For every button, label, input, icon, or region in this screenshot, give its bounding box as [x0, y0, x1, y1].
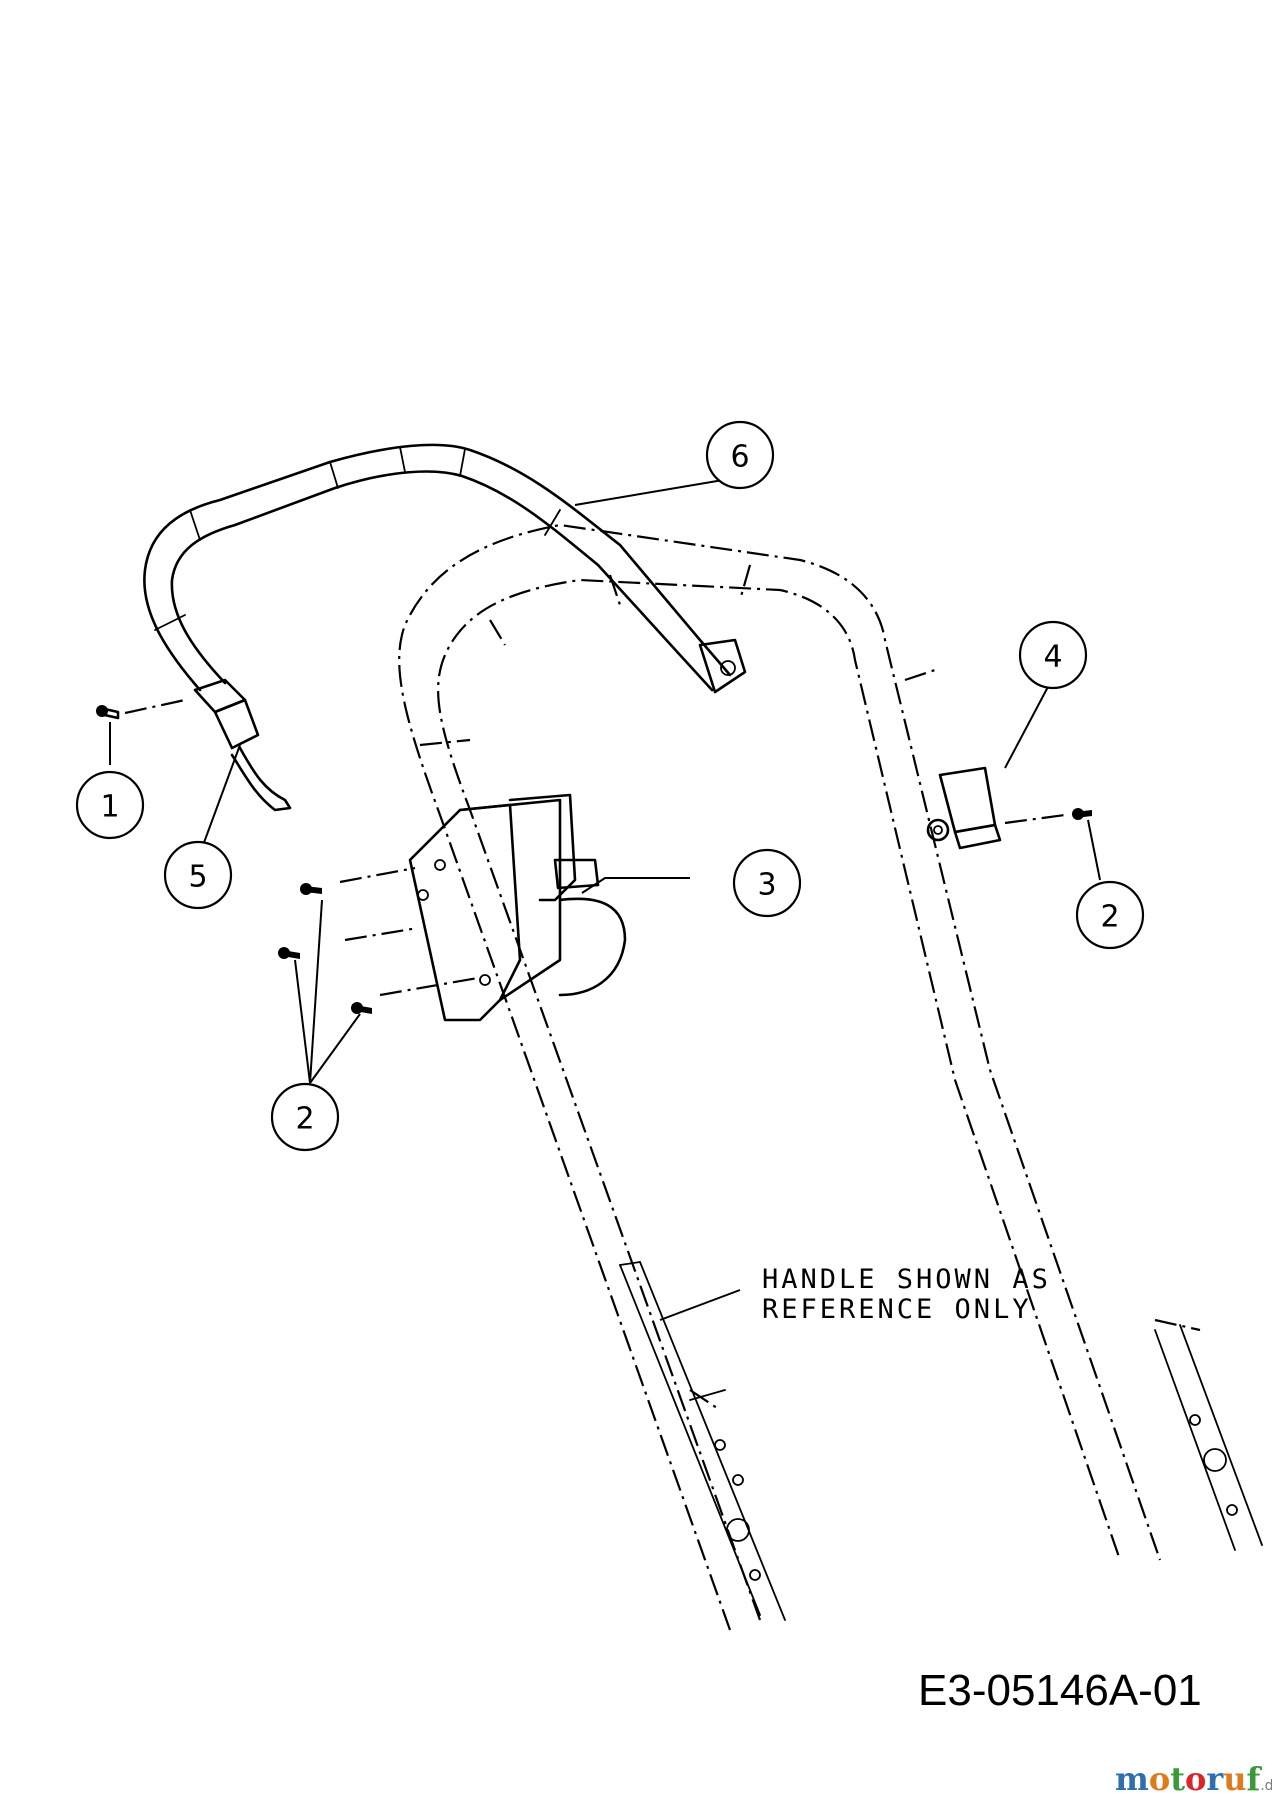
reference-note: HANDLE SHOWN AS REFERENCE ONLY: [762, 1264, 1051, 1325]
note-line-2: REFERENCE ONLY: [762, 1294, 1032, 1325]
bracket-part-4: [926, 766, 1002, 850]
note-line-1: HANDLE SHOWN AS: [762, 1264, 1051, 1295]
leader-lines: [109, 477, 1101, 1321]
callout-5-label: 5: [188, 860, 207, 895]
figure-id: E3-05146A-01: [918, 1666, 1202, 1715]
left-handle-tube: [619, 1261, 786, 1621]
callout-1-label: 1: [100, 790, 119, 825]
callout-2-left-label: 2: [295, 1102, 314, 1137]
watermark-letter: f: [1246, 1760, 1262, 1798]
reference-handle: [398, 523, 1201, 1631]
screws-part-2-left: [278, 866, 479, 1014]
callout-1: 1: [75, 770, 145, 840]
watermark-letter: t: [1170, 1760, 1185, 1798]
control-box: [408, 793, 627, 1022]
callout-2-right-label: 2: [1100, 900, 1119, 935]
watermark-logo: motoruf.de: [1115, 1760, 1272, 1798]
watermark-letter: m: [1115, 1760, 1149, 1798]
callout-5: 5: [163, 840, 233, 910]
bail-handle: [143, 443, 747, 694]
svg-text:motoruf.de: motoruf.de: [1115, 1760, 1272, 1798]
watermark-letter: o: [1185, 1760, 1206, 1798]
callout-4-label: 4: [1043, 640, 1062, 675]
callout-6: 6: [705, 420, 775, 490]
callout-2-right: 2: [1075, 880, 1145, 950]
watermark-letter: u: [1223, 1760, 1246, 1798]
watermark-suffix: .de: [1260, 1778, 1272, 1794]
callout-2-left: 2: [270, 1082, 340, 1152]
screw-part-1: [96, 698, 186, 720]
right-handle-tube: [1154, 1324, 1263, 1551]
callout-4: 4: [1018, 620, 1088, 690]
screw-part-2-right: [1004, 808, 1092, 825]
watermark-letter: o: [1149, 1760, 1170, 1798]
lever-bracket: [193, 678, 292, 812]
watermark-letter: r: [1206, 1760, 1224, 1798]
callout-6-label: 6: [730, 440, 749, 475]
callout-3-label: 3: [757, 868, 776, 903]
callout-3: 3: [732, 848, 802, 918]
